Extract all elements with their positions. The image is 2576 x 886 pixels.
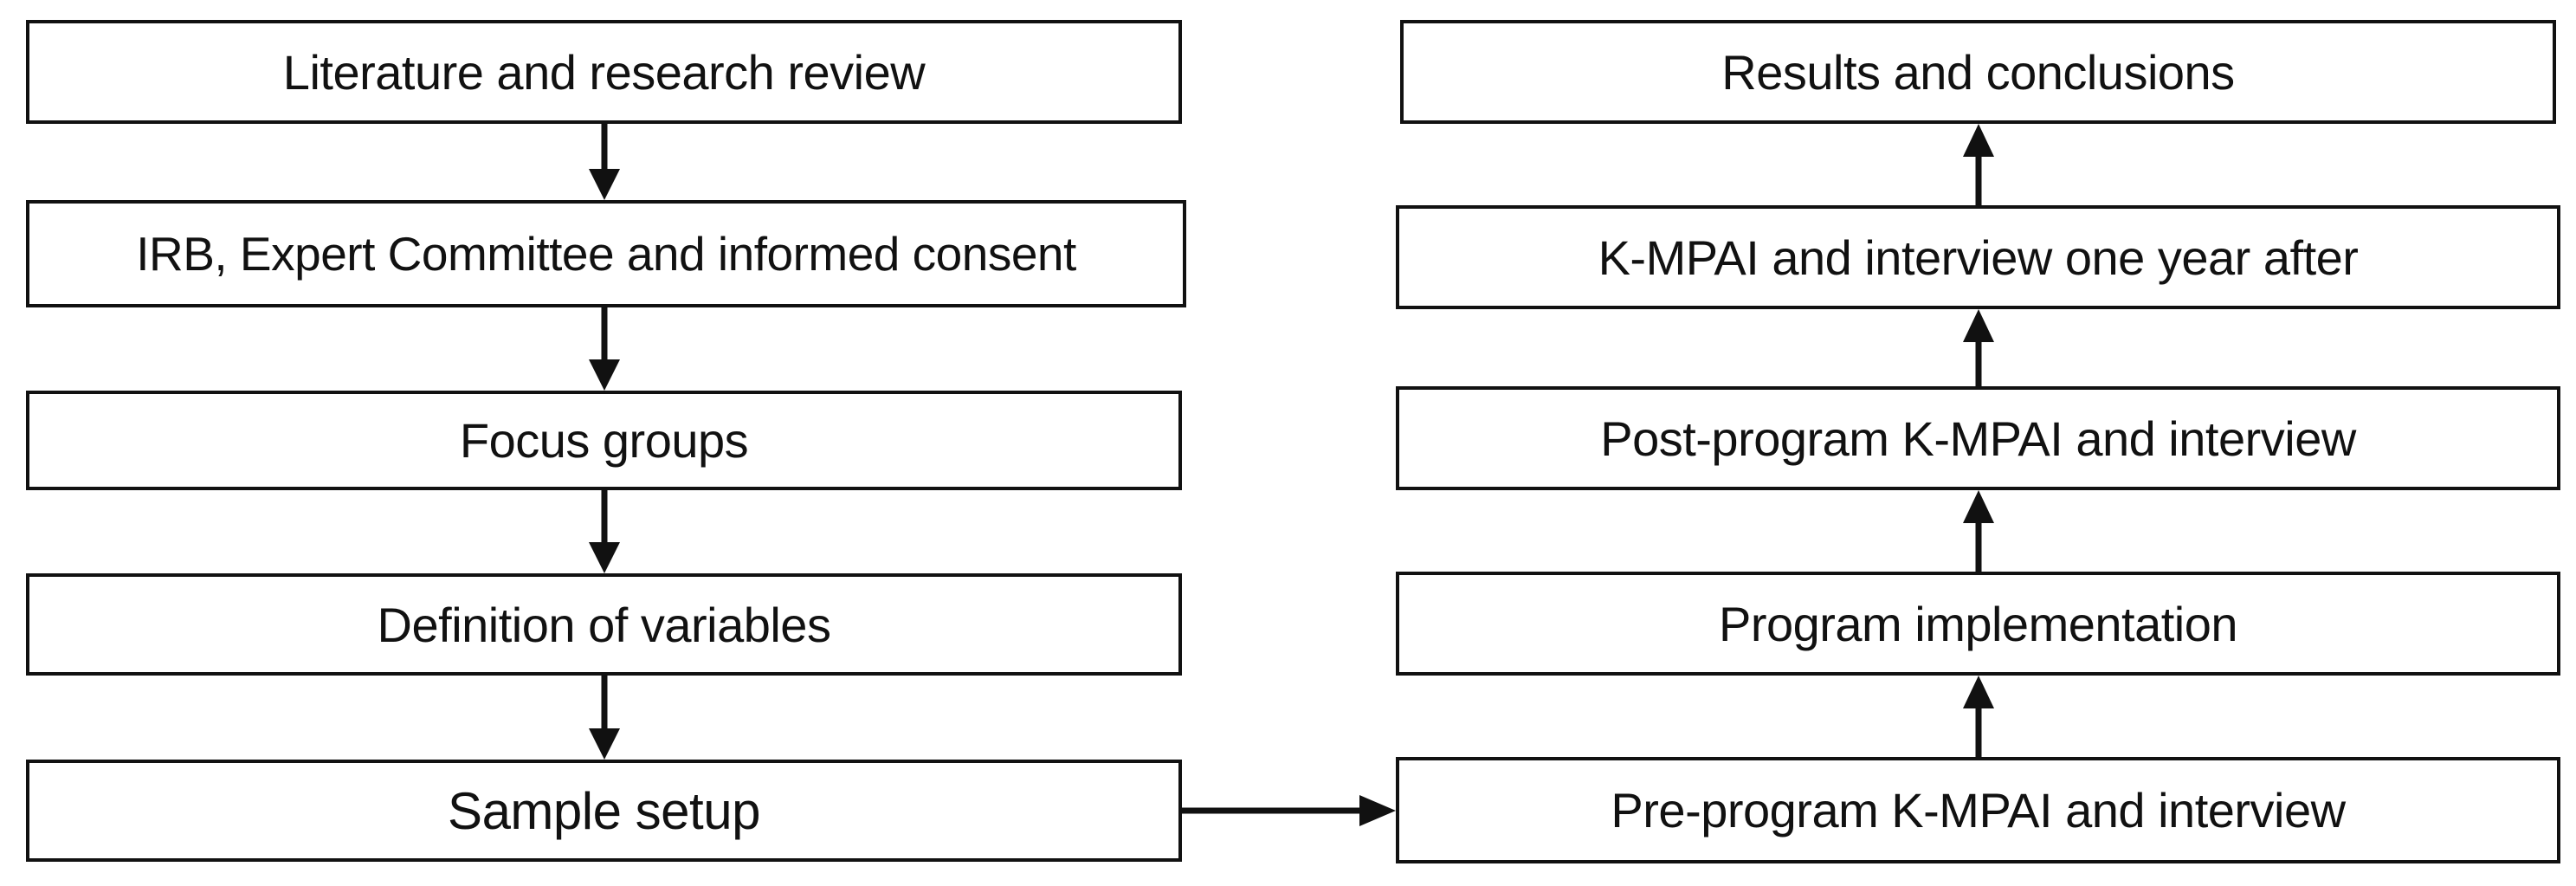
step-sample-setup: Sample setup xyxy=(26,760,1182,862)
step-program-implementation: Program implementation xyxy=(1396,572,2560,676)
arrow-down-4 xyxy=(589,676,620,760)
step-definition-variables: Definition of variables xyxy=(26,573,1182,676)
arrow-down-1 xyxy=(589,124,620,200)
arrow-down-3 xyxy=(589,490,620,573)
arrow-up-3 xyxy=(1963,309,1994,386)
arrow-right xyxy=(1182,795,1396,826)
step-post-program: Post-program K-MPAI and interview xyxy=(1396,386,2560,490)
arrow-up-4 xyxy=(1963,124,1994,205)
arrow-down-2 xyxy=(589,307,620,391)
step-one-year-followup: K-MPAI and interview one year after xyxy=(1396,205,2560,309)
step-literature-review: Literature and research review xyxy=(26,20,1182,124)
step-pre-program: Pre-program K-MPAI and interview xyxy=(1396,757,2560,863)
arrow-up-2 xyxy=(1963,490,1994,572)
step-irb-consent: IRB, Expert Committee and informed conse… xyxy=(26,200,1186,307)
step-focus-groups: Focus groups xyxy=(26,391,1182,490)
step-results-conclusions: Results and conclusions xyxy=(1400,20,2556,124)
arrow-up-1 xyxy=(1963,676,1994,757)
